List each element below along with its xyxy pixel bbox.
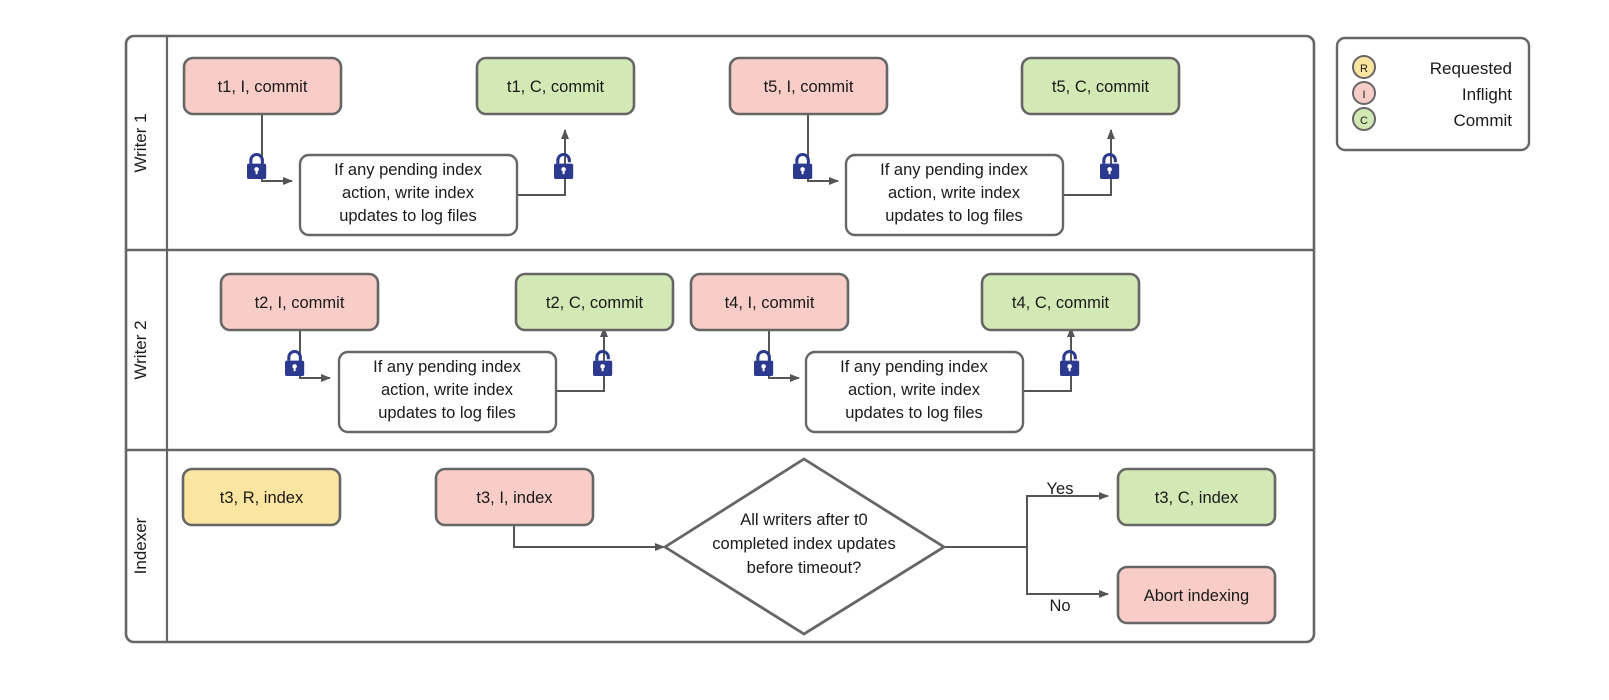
lane-label-writer2-text: Writer 2: [131, 320, 150, 379]
process-line-3: updates to log files: [845, 404, 983, 422]
node-w1-t5-inflight[interactable]: t5, I, commit: [728, 56, 889, 116]
process-line-2: action, write index: [381, 381, 514, 399]
process-line-2: action, write index: [342, 184, 475, 202]
node-w2-t4-commit[interactable]: t4, C, commit: [980, 272, 1141, 332]
node-w2-t2-commit[interactable]: t2, C, commit: [514, 272, 675, 332]
process-box-w1-1: If any pending index action, write index…: [298, 153, 519, 237]
legend-badge-requested: R: [1360, 63, 1368, 75]
legend-badge-inflight: I: [1362, 89, 1365, 101]
process-line-1: If any pending index: [840, 358, 988, 376]
node-w2-t2-commit-label: t2, C, commit: [546, 294, 644, 312]
legend-label-requested: Requested: [1430, 59, 1512, 78]
process-box-w1-2: If any pending index action, write index…: [844, 153, 1065, 237]
node-w1-t5-inflight-label: t5, I, commit: [764, 78, 854, 96]
process-line-3: updates to log files: [378, 404, 516, 422]
process-line-3: updates to log files: [885, 207, 1023, 225]
node-indexer-t3-commit[interactable]: t3, C, index: [1116, 467, 1277, 527]
node-w1-t5-commit-label: t5, C, commit: [1052, 78, 1150, 96]
node-w2-t4-commit-label: t4, C, commit: [1012, 294, 1110, 312]
lock-closed-icon: [793, 153, 813, 179]
process-box-w2-1: If any pending index action, write index…: [337, 350, 558, 434]
lane-label-writer1: Writer 1: [131, 113, 150, 172]
legend-badge-commit: C: [1360, 115, 1368, 127]
node-w1-t1-inflight-label: t1, I, commit: [218, 78, 308, 96]
node-w2-t2-inflight[interactable]: t2, I, commit: [219, 272, 380, 332]
connector-w1-group1: [261, 115, 569, 196]
lock-open-icon: [554, 153, 574, 179]
node-w2-t4-inflight-label: t4, I, commit: [725, 294, 815, 312]
lane-label-indexer-text: Indexer: [131, 517, 150, 574]
decision-line-2: completed index updates: [712, 535, 895, 553]
node-w1-t1-inflight[interactable]: t1, I, commit: [182, 56, 343, 116]
process-line-2: action, write index: [848, 381, 981, 399]
legend-panel: R Requested I Inflight C Commit: [1335, 36, 1531, 152]
connector-w1-group2: [807, 115, 1115, 196]
connector-w2-group2: [768, 327, 1075, 392]
process-line-1: If any pending index: [334, 161, 482, 179]
node-w1-t1-commit[interactable]: t1, C, commit: [475, 56, 636, 116]
lock-closed-icon: [247, 153, 267, 179]
node-indexer-t3-inflight[interactable]: t3, I, index: [434, 467, 595, 527]
node-w2-t4-inflight[interactable]: t4, I, commit: [689, 272, 850, 332]
node-indexer-abort[interactable]: Abort indexing: [1116, 565, 1277, 625]
decision-line-1: All writers after t0: [740, 511, 867, 529]
connector-indexer: [513, 492, 1109, 598]
legend-item-requested: R Requested: [1352, 55, 1512, 79]
lock-closed-icon: [285, 350, 305, 376]
legend-label-commit: Commit: [1453, 111, 1512, 130]
process-line-3: updates to log files: [339, 207, 477, 225]
process-line-1: If any pending index: [373, 358, 521, 376]
node-w1-t1-commit-label: t1, C, commit: [507, 78, 605, 96]
lock-open-icon: [1100, 153, 1120, 179]
node-indexer-t3-commit-label: t3, C, index: [1155, 489, 1239, 507]
process-line-2: action, write index: [888, 184, 1021, 202]
edge-label-yes: Yes: [1047, 480, 1074, 498]
lane-label-writer1-text: Writer 1: [131, 113, 150, 172]
node-indexer-t3-requested-label: t3, R, index: [220, 489, 304, 507]
edge-label-no: No: [1049, 597, 1070, 615]
process-line-1: If any pending index: [880, 161, 1028, 179]
connector-w2-group1: [299, 327, 608, 392]
legend-label-inflight: Inflight: [1462, 85, 1512, 104]
legend-item-commit: C Commit: [1352, 107, 1512, 131]
lane-label-indexer: Indexer: [131, 517, 150, 574]
lane-label-writer2: Writer 2: [131, 320, 150, 379]
node-indexer-t3-inflight-label: t3, I, index: [476, 489, 553, 507]
lock-open-icon: [1060, 350, 1080, 376]
lock-closed-icon: [754, 350, 774, 376]
node-indexer-t3-requested[interactable]: t3, R, index: [181, 467, 342, 527]
process-box-w2-2: If any pending index action, write index…: [804, 350, 1025, 434]
node-w2-t2-inflight-label: t2, I, commit: [255, 294, 345, 312]
lock-open-icon: [593, 350, 613, 376]
decision-diamond[interactable]: All writers after t0 completed index upd…: [662, 457, 947, 636]
legend-item-inflight: I Inflight: [1352, 81, 1512, 105]
node-w1-t5-commit[interactable]: t5, C, commit: [1020, 56, 1181, 116]
decision-line-3: before timeout?: [747, 559, 862, 577]
node-indexer-abort-label: Abort indexing: [1144, 587, 1250, 605]
